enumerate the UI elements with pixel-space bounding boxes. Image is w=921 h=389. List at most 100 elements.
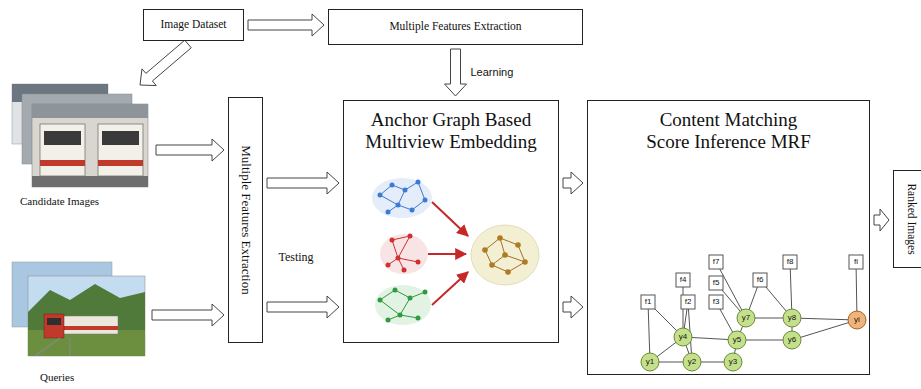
- mrf-graph-part-part: [676, 273, 690, 287]
- graph-variable: f1: [645, 298, 652, 306]
- graph-variable: f8: [787, 258, 794, 266]
- multiview-graphs-part: [388, 236, 418, 270]
- block-arrow: [445, 49, 467, 96]
- candidate-photos-part: [32, 104, 148, 118]
- process-box: Multiple Features Extraction: [328, 9, 583, 45]
- graph-variable: y6: [788, 336, 796, 344]
- mrf-graph-part-part: [737, 309, 755, 327]
- graph-variable: y8: [788, 314, 796, 322]
- multiview-graphs: [372, 178, 539, 325]
- node-text: Content Matching Score Inference MRF: [639, 109, 819, 153]
- multiview-graphs-part: [378, 288, 428, 323]
- graph-variable: f3: [713, 298, 720, 306]
- query-photos: [12, 262, 145, 356]
- candidate-photos: [12, 84, 148, 187]
- multiview-graphs-part: [386, 234, 421, 273]
- multiview-graphs-part-part: [428, 253, 466, 255]
- mrf-graph-part-part: [674, 328, 692, 346]
- graph-variable: fi: [854, 258, 858, 266]
- multiview-graphs-part: [471, 225, 539, 285]
- process-box: Image Dataset: [143, 9, 244, 41]
- node-text: Anchor Graph Based Multiview Embedding: [351, 109, 551, 153]
- mrf-graph-part-part: [709, 276, 723, 290]
- multiview-graphs-part-part: [398, 258, 418, 262]
- candidate-photos-part: [98, 160, 143, 166]
- multiview-graphs-part-part: [423, 290, 428, 295]
- mrf-graph: [641, 255, 866, 371]
- multiview-graphs-part-part: [380, 300, 400, 315]
- mrf-graph-part-part: [641, 295, 655, 309]
- graph-variable: f5: [713, 279, 720, 287]
- image-stack: Queries: [12, 262, 148, 384]
- graph-variable: y4: [679, 333, 687, 341]
- graph-variable: yi: [854, 316, 860, 324]
- block-arrow: [152, 304, 224, 326]
- query-photos-part: [63, 316, 118, 334]
- multiview-graphs-part-part: [489, 262, 495, 268]
- multiview-graphs-part-part: [423, 198, 428, 203]
- output-box: Ranked Images: [893, 170, 921, 268]
- multiview-graphs-part-part: [392, 236, 410, 240]
- mrf-graph-part-part: [792, 320, 857, 340]
- mrf-graph-part-part: [783, 331, 801, 349]
- candidate-photos-part: [32, 176, 148, 187]
- graph-variable: f6: [757, 276, 764, 284]
- multiview-graphs-part-part: [508, 262, 525, 272]
- multiview-graphs-part-part: [416, 180, 421, 185]
- multiview-graphs-part-part: [505, 255, 525, 262]
- mrf-graph-part: [848, 311, 866, 329]
- multiview-graphs-part: [380, 290, 425, 320]
- block-arrow: [563, 296, 583, 318]
- multiview-graphs-part-part: [505, 269, 511, 275]
- graph-variable: f7: [713, 258, 720, 266]
- candidate-photos-part: [40, 160, 85, 166]
- multiview-graphs-part-part: [378, 193, 383, 198]
- mrf-graph-part-part: [728, 331, 746, 349]
- multiview-graphs-part-part: [497, 235, 503, 241]
- multiview-graphs-part: [380, 182, 425, 212]
- multiview-graphs-part-part: [398, 236, 410, 258]
- query-photos-part: [63, 326, 118, 330]
- image-stack: Candidate Images: [12, 88, 152, 208]
- multiview-graphs-part-part: [393, 288, 398, 293]
- query-photos-part: [44, 314, 64, 338]
- block-arrow: [156, 139, 224, 161]
- multiview-graphs-part: [482, 235, 528, 275]
- multiview-graphs-part-part: [396, 256, 401, 261]
- block-arrow: [248, 14, 324, 36]
- graph-variable: y3: [729, 358, 737, 366]
- multiview-graphs-part-part: [400, 298, 410, 315]
- multiview-graphs-part-part: [502, 252, 508, 258]
- candidate-photos-part: [102, 131, 139, 145]
- candidate-photos-part: [40, 124, 85, 176]
- node-text: Image Dataset: [160, 18, 226, 31]
- multiview-graphs-part-part: [390, 183, 395, 188]
- multiview-graphs-part-part: [403, 188, 408, 193]
- multiview-graphs-part-part: [416, 260, 421, 265]
- candidate-photos-part: [98, 124, 143, 176]
- multiview-graphs-part-part: [380, 290, 395, 300]
- multiview-graphs-part-part: [380, 195, 398, 205]
- multiview-graphs-part: [372, 178, 432, 218]
- mrf-graph-part-part: [683, 353, 701, 371]
- module-box: Anchor Graph Based Multiview Embedding: [343, 100, 559, 343]
- multiview-graphs-part-part: [398, 313, 403, 318]
- block-arrow: [874, 209, 889, 231]
- multiview-graphs-part: [378, 180, 428, 215]
- multiview-graphs-part-part: [396, 203, 401, 208]
- mrf-graph-part: [648, 262, 857, 362]
- graph-variable: y1: [646, 358, 654, 366]
- node-text: Multiple Features Extraction: [389, 20, 521, 33]
- mrf-graph-part-part: [709, 295, 723, 309]
- mrf-graph-part-part: [792, 318, 857, 320]
- mrf-graph-part-part: [681, 295, 695, 309]
- phase-label: Testing: [278, 251, 313, 263]
- block-arrow: [563, 172, 583, 194]
- multiview-graphs-part: [380, 234, 428, 274]
- query-photos-part: [28, 276, 145, 356]
- mrf-graph-part: [641, 255, 863, 309]
- query-photos-part: [47, 318, 61, 325]
- mrf-graph-part-part: [641, 353, 659, 371]
